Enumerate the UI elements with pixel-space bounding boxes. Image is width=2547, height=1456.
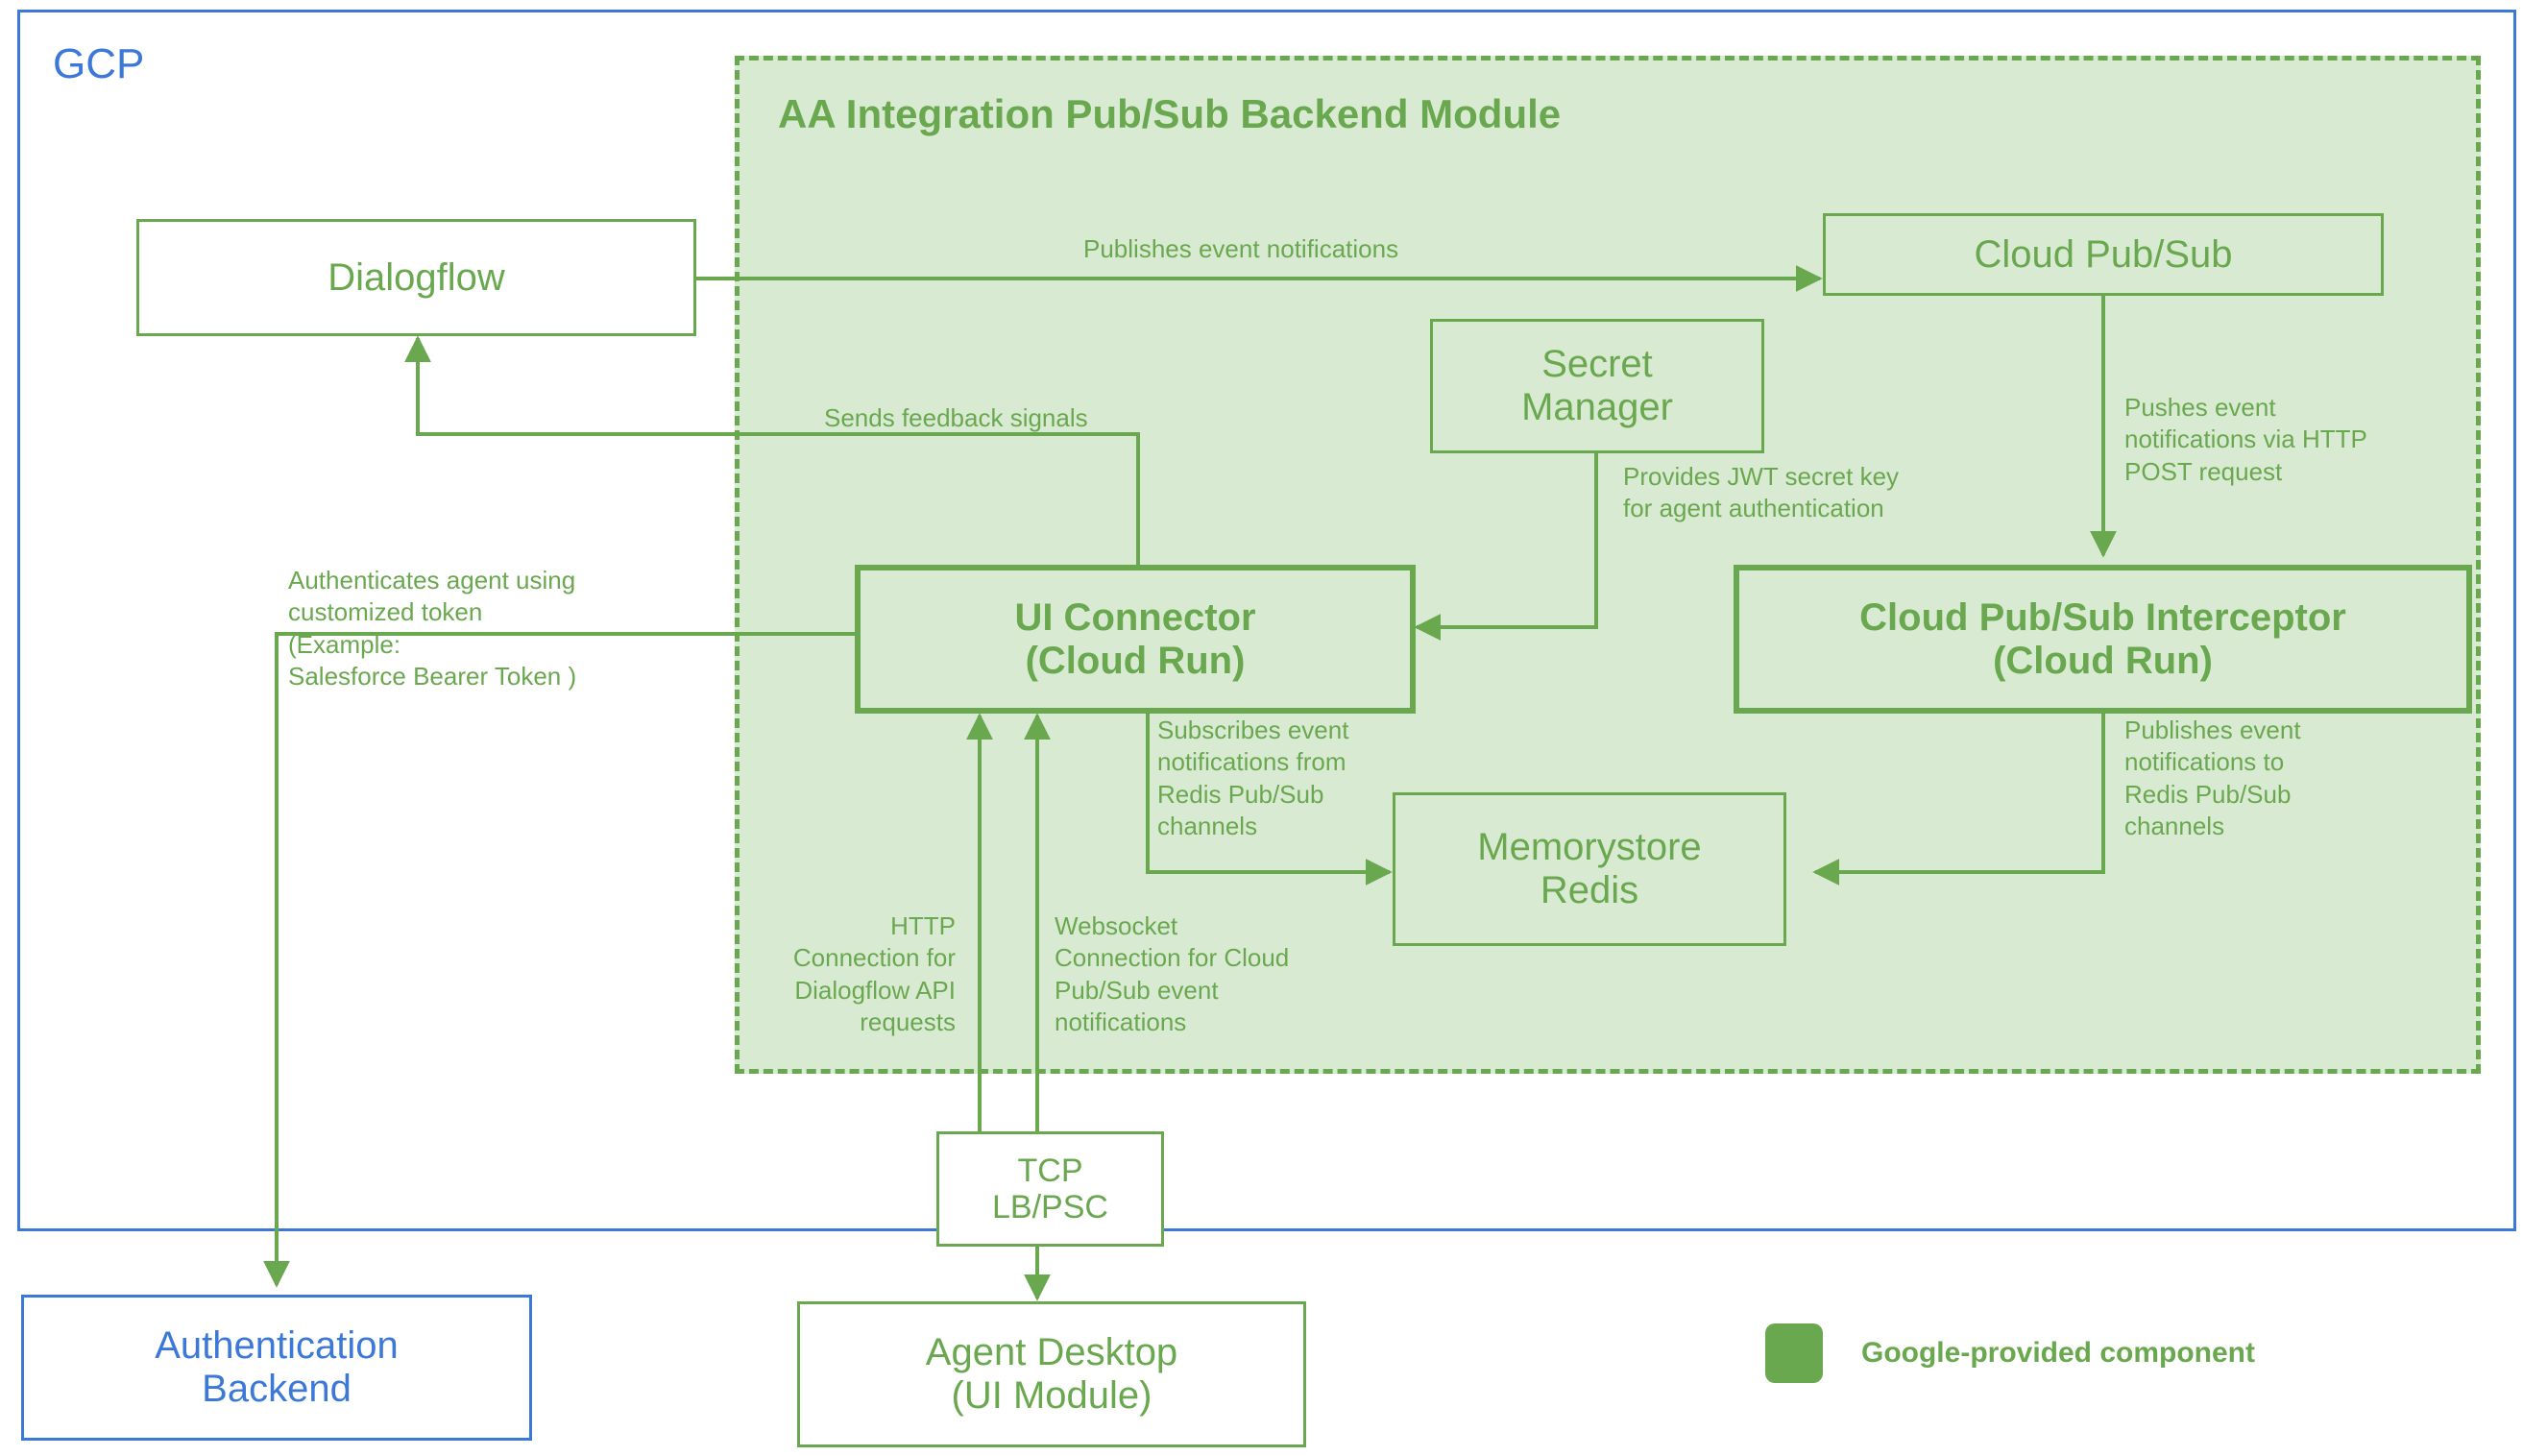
node-cloud-pubsub[interactable]: Cloud Pub/Sub: [1823, 213, 2384, 296]
node-tcp-lb-psc[interactable]: TCP LB/PSC: [936, 1131, 1164, 1247]
gcp-boundary: [17, 10, 2516, 1231]
edge-label-sends-feedback-signals: Sends feedback signals: [824, 403, 1088, 432]
node-ui-connector[interactable]: UI Connector (Cloud Run): [855, 565, 1416, 714]
node-tcp-lb-line1: TCP: [1017, 1152, 1083, 1189]
node-authentication-backend[interactable]: Authentication Backend: [21, 1295, 532, 1441]
edge-label-publishes-event-redis: Publishes event notifications to Redis P…: [2124, 716, 2301, 840]
node-auth-backend-line2: Backend: [202, 1368, 352, 1410]
edge-label-publishes-event-notifications: Publishes event notifications: [1083, 234, 1399, 263]
node-pubsub-interceptor-line2: (Cloud Run): [1993, 639, 2213, 682]
edge-interceptor-to-memorystore: [1812, 711, 2105, 886]
edge-label-authenticates-agent: Authenticates agent using customized tok…: [288, 566, 577, 691]
node-memorystore-line2: Redis: [1540, 869, 1639, 911]
edge-label-websocket-connection-pubsub: Websocket Connection for Cloud Pub/Sub e…: [1055, 911, 1290, 1036]
node-tcp-lb-line2: LB/PSC: [992, 1189, 1108, 1225]
node-pubsub-interceptor[interactable]: Cloud Pub/Sub Interceptor (Cloud Run): [1734, 565, 2472, 714]
node-secret-manager-line1: Secret: [1541, 343, 1653, 386]
node-secret-manager[interactable]: Secret Manager: [1430, 319, 1764, 453]
edge-label-http-connection-dialogflow: HTTP Connection for Dialogflow API reque…: [792, 911, 956, 1036]
edge-label-subscribes-event-redis: Subscribes event notifications from Redi…: [1157, 716, 1349, 840]
node-agent-desktop-line1: Agent Desktop: [925, 1331, 1178, 1374]
gcp-label: GCP: [53, 40, 145, 87]
edge-uiconnector-to-memorystore: [1146, 711, 1393, 886]
edge-label-pushes-event-http-post: Pushes event notifications via HTTP POST…: [2124, 393, 2367, 486]
legend-label: Google-provided component: [1861, 1337, 2255, 1369]
edge-uiconnector-to-auth-backend: [263, 632, 855, 1288]
node-ui-connector-line2: (Cloud Run): [1025, 639, 1246, 682]
edge-secret-to-uiconnector: [1414, 453, 1598, 641]
node-auth-backend-line1: Authentication: [155, 1324, 399, 1368]
node-dialogflow[interactable]: Dialogflow: [136, 219, 696, 336]
node-pubsub-interceptor-line1: Cloud Pub/Sub Interceptor: [1859, 595, 2346, 639]
node-memorystore-redis[interactable]: Memorystore Redis: [1393, 792, 1786, 946]
node-memorystore-line1: Memorystore: [1477, 826, 1702, 869]
edge-uiconnector-to-dialogflow: [404, 335, 1140, 569]
node-secret-manager-line2: Manager: [1521, 386, 1673, 428]
node-agent-desktop-line2: (UI Module): [951, 1374, 1152, 1417]
node-cloud-pubsub-label: Cloud Pub/Sub: [1974, 232, 2233, 276]
node-agent-desktop[interactable]: Agent Desktop (UI Module): [797, 1301, 1306, 1447]
aa-integration-module-title: AA Integration Pub/Sub Backend Module: [778, 91, 1562, 136]
node-dialogflow-label: Dialogflow: [327, 255, 505, 299]
legend-swatch: [1765, 1323, 1823, 1383]
node-ui-connector-line1: UI Connector: [1014, 595, 1256, 639]
edge-label-provides-jwt: Provides JWT secret key for agent authen…: [1623, 462, 1900, 523]
